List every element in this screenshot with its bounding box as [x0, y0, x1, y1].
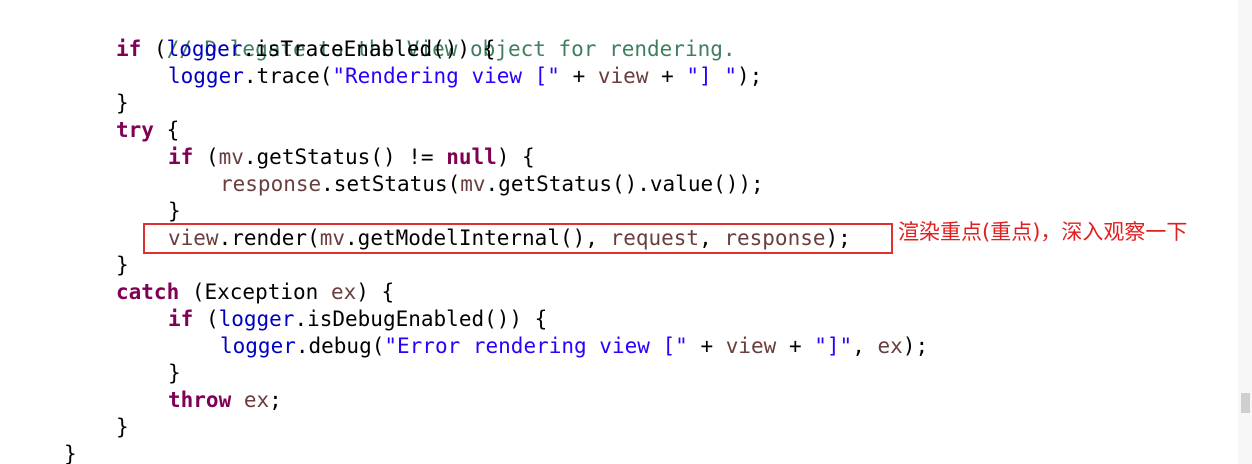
code-line-13: logger.debug("Error rendering view [" + …	[220, 333, 928, 360]
code-text: +	[559, 64, 598, 88]
highlight-annotation-box	[143, 223, 893, 254]
code-text: +	[648, 64, 687, 88]
code-text: );	[902, 334, 929, 358]
variable-ref: view	[725, 334, 777, 358]
vertical-scrollbar[interactable]	[1238, 0, 1252, 464]
code-text: .isDebugEnabled()) {	[294, 307, 548, 331]
code-text: );	[736, 64, 763, 88]
annotation-label: 渲染重点(重点)，深入观察一下	[898, 220, 1188, 244]
scrollbar-thumb[interactable]	[1241, 393, 1250, 413]
code-text: );	[825, 226, 851, 250]
keyword: try	[116, 118, 154, 142]
field-ref: logger	[220, 334, 296, 358]
code-line-15: throw ex;	[168, 387, 282, 414]
code-text: .debug(	[295, 334, 385, 358]
keyword: catch	[116, 280, 180, 304]
code-text: (	[193, 307, 219, 331]
code-text: (	[193, 145, 219, 169]
code-line-17: }	[64, 441, 77, 464]
code-line-1: // Delegate to the View object for rende…	[116, 9, 736, 61]
variable-ref: mv	[218, 145, 244, 169]
code-text: .render(	[218, 226, 320, 250]
code-line-12: if (logger.isDebugEnabled()) {	[168, 306, 547, 333]
variable-ref: ex	[243, 388, 270, 412]
code-text	[231, 388, 244, 412]
variable-ref: ex	[877, 334, 903, 358]
code-text: .isTraceEnabled()) {	[242, 37, 496, 61]
code-text: .getStatus() !=	[243, 145, 447, 169]
keyword: if	[168, 307, 194, 331]
code-line-16: }	[116, 414, 129, 441]
code-line-14: }	[168, 360, 181, 387]
string-literal: "] "	[686, 64, 737, 88]
code-text: ) {	[496, 145, 535, 169]
brace: }	[168, 199, 181, 223]
keyword: if	[168, 145, 194, 169]
brace: }	[116, 91, 129, 115]
brace: }	[168, 361, 181, 385]
variable-ref: mv	[319, 226, 346, 250]
code-line-4: }	[116, 90, 129, 117]
code-text: .getStatus().value());	[485, 172, 764, 196]
code-text: +	[776, 334, 815, 358]
field-ref: logger	[166, 37, 243, 61]
code-line-11: catch (Exception ex) {	[116, 279, 394, 306]
keyword: throw	[168, 388, 232, 412]
code-text: .trace(	[243, 64, 333, 88]
code-line-5: try {	[116, 117, 179, 144]
variable-ref: response	[724, 226, 826, 250]
string-literal: "Rendering view ["	[332, 64, 560, 88]
code-line-10: }	[116, 252, 129, 279]
string-literal: "]"	[814, 334, 853, 358]
code-line-9: view.render(mv.getModelInternal(), reque…	[168, 225, 851, 252]
brace: }	[64, 442, 77, 464]
code-text: ;	[269, 388, 282, 412]
brace: }	[116, 415, 129, 439]
keyword: if	[116, 37, 142, 61]
code-line-2: if (logger.isTraceEnabled()) {	[116, 36, 495, 63]
field-ref: logger	[168, 64, 244, 88]
variable-ref: ex	[330, 280, 357, 304]
code-text: .getModelInternal(),	[345, 226, 611, 250]
code-text: +	[687, 334, 726, 358]
variable-ref: view	[168, 226, 219, 250]
code-line-8: }	[168, 198, 181, 225]
keyword: null	[446, 145, 497, 169]
string-literal: "Error rendering view ["	[384, 334, 688, 358]
code-text: (	[141, 37, 167, 61]
field-ref: logger	[218, 307, 295, 331]
brace: }	[116, 253, 129, 277]
code-text: (Exception	[179, 280, 331, 304]
code-text: ) {	[356, 280, 395, 304]
variable-ref: view	[597, 64, 649, 88]
variable-ref: request	[610, 226, 700, 250]
code-text: ,	[852, 334, 878, 358]
code-line-3: logger.trace("Rendering view [" + view +…	[168, 63, 762, 90]
code-text: .setStatus(	[321, 172, 461, 196]
variable-ref: mv	[460, 172, 486, 196]
code-text: ,	[699, 226, 725, 250]
variable-ref: response	[220, 172, 322, 196]
code-line-7: response.setStatus(mv.getStatus().value(…	[220, 171, 764, 198]
code-line-6: if (mv.getStatus() != null) {	[168, 144, 535, 171]
code-text: {	[153, 118, 180, 142]
comment: // Delegate to the View object for rende…	[166, 37, 736, 61]
